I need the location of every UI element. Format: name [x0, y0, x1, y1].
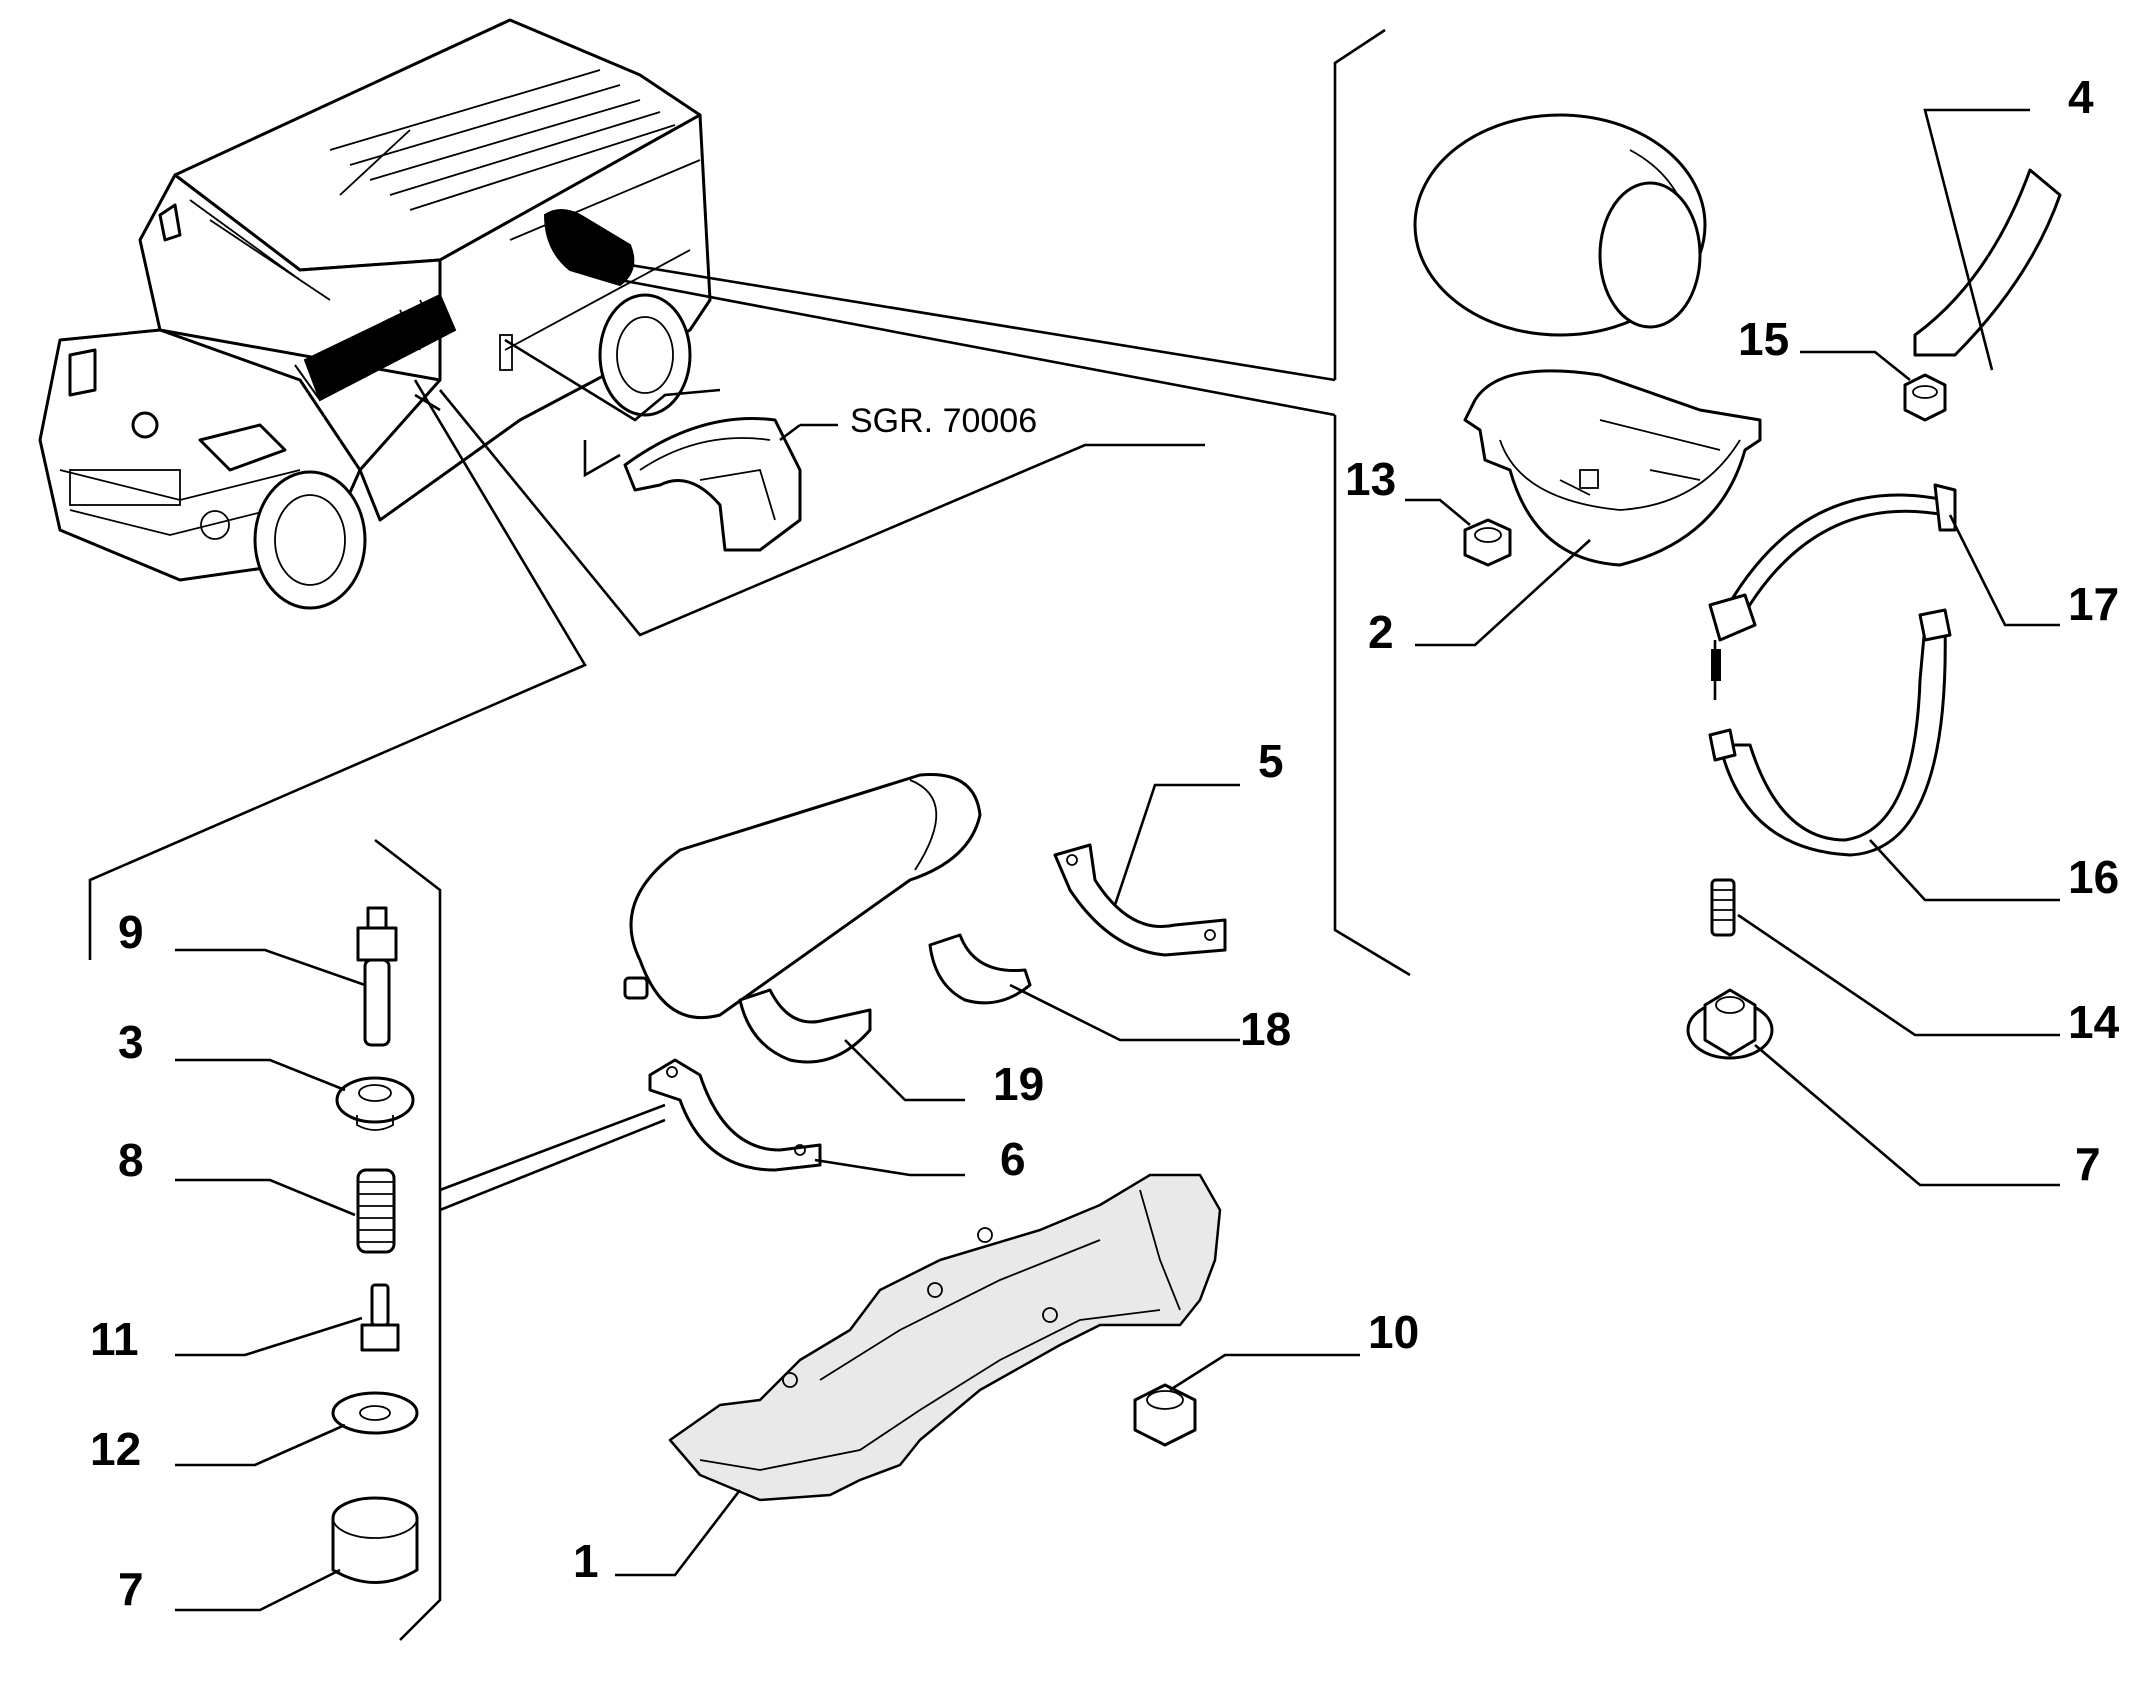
part-3-washer — [335, 1076, 415, 1131]
part-7-cap-nut-left — [331, 1496, 419, 1584]
van-illustration — [38, 18, 712, 610]
callout-16: 16 — [2068, 851, 2119, 903]
part-2-cradle — [1463, 369, 1762, 567]
part-8-spacer — [356, 1168, 396, 1254]
callout-8: 8 — [118, 1134, 144, 1186]
van-leader-lines — [88, 28, 1411, 977]
callout-9: 9 — [118, 906, 144, 958]
part-9-bolt — [356, 906, 398, 1047]
part-11-bolt — [360, 1283, 400, 1352]
callout-3: 3 — [118, 1016, 144, 1068]
callout-14: 14 — [2068, 996, 2120, 1048]
callout-11: 11 — [90, 1313, 139, 1365]
callout-4: 4 — [2068, 71, 2094, 123]
part-12-washer — [331, 1391, 419, 1435]
callout-1: 1 — [573, 1535, 599, 1587]
part-6-bracket — [648, 1058, 822, 1172]
callout-6: 6 — [1000, 1133, 1026, 1185]
sgr-bracket-part — [623, 416, 838, 552]
tank-cylinder-center — [623, 773, 982, 1020]
part-10-nut — [1133, 1383, 1197, 1447]
callout-12: 12 — [90, 1423, 141, 1475]
callout-2: 2 — [1368, 606, 1394, 658]
part-19-saddle — [738, 988, 872, 1064]
part-15-nut — [1903, 373, 1947, 422]
callout-13: 13 — [1345, 453, 1396, 505]
part-7-flange-nut-right — [1686, 988, 1774, 1060]
part-17-band — [1708, 483, 1957, 700]
part-16-band — [1708, 608, 1952, 857]
callout-5: 5 — [1258, 735, 1284, 787]
callout-7-left: 7 — [118, 1563, 144, 1615]
part-18-saddle — [928, 933, 1032, 1005]
part-13-nut — [1463, 518, 1512, 567]
part-14-stud — [1710, 878, 1736, 937]
callout-labels: 4 15 13 2 17 16 14 7 5 18 19 6 10 1 9 3 … — [90, 71, 2120, 1615]
part-1-heat-shield — [668, 1173, 1222, 1502]
callout-19: 19 — [993, 1058, 1044, 1110]
callout-15: 15 — [1738, 313, 1789, 365]
part-5-bracket — [1053, 843, 1227, 957]
callout-17: 17 — [2068, 578, 2119, 630]
callout-18: 18 — [1240, 1003, 1291, 1055]
tank-cylinder-right — [1413, 113, 1707, 337]
part-4-strap — [1913, 168, 2062, 357]
sgr-reference-label: SGR. 70006 — [850, 402, 1037, 440]
callout-7-right: 7 — [2075, 1138, 2101, 1190]
callout-10: 10 — [1368, 1306, 1419, 1358]
